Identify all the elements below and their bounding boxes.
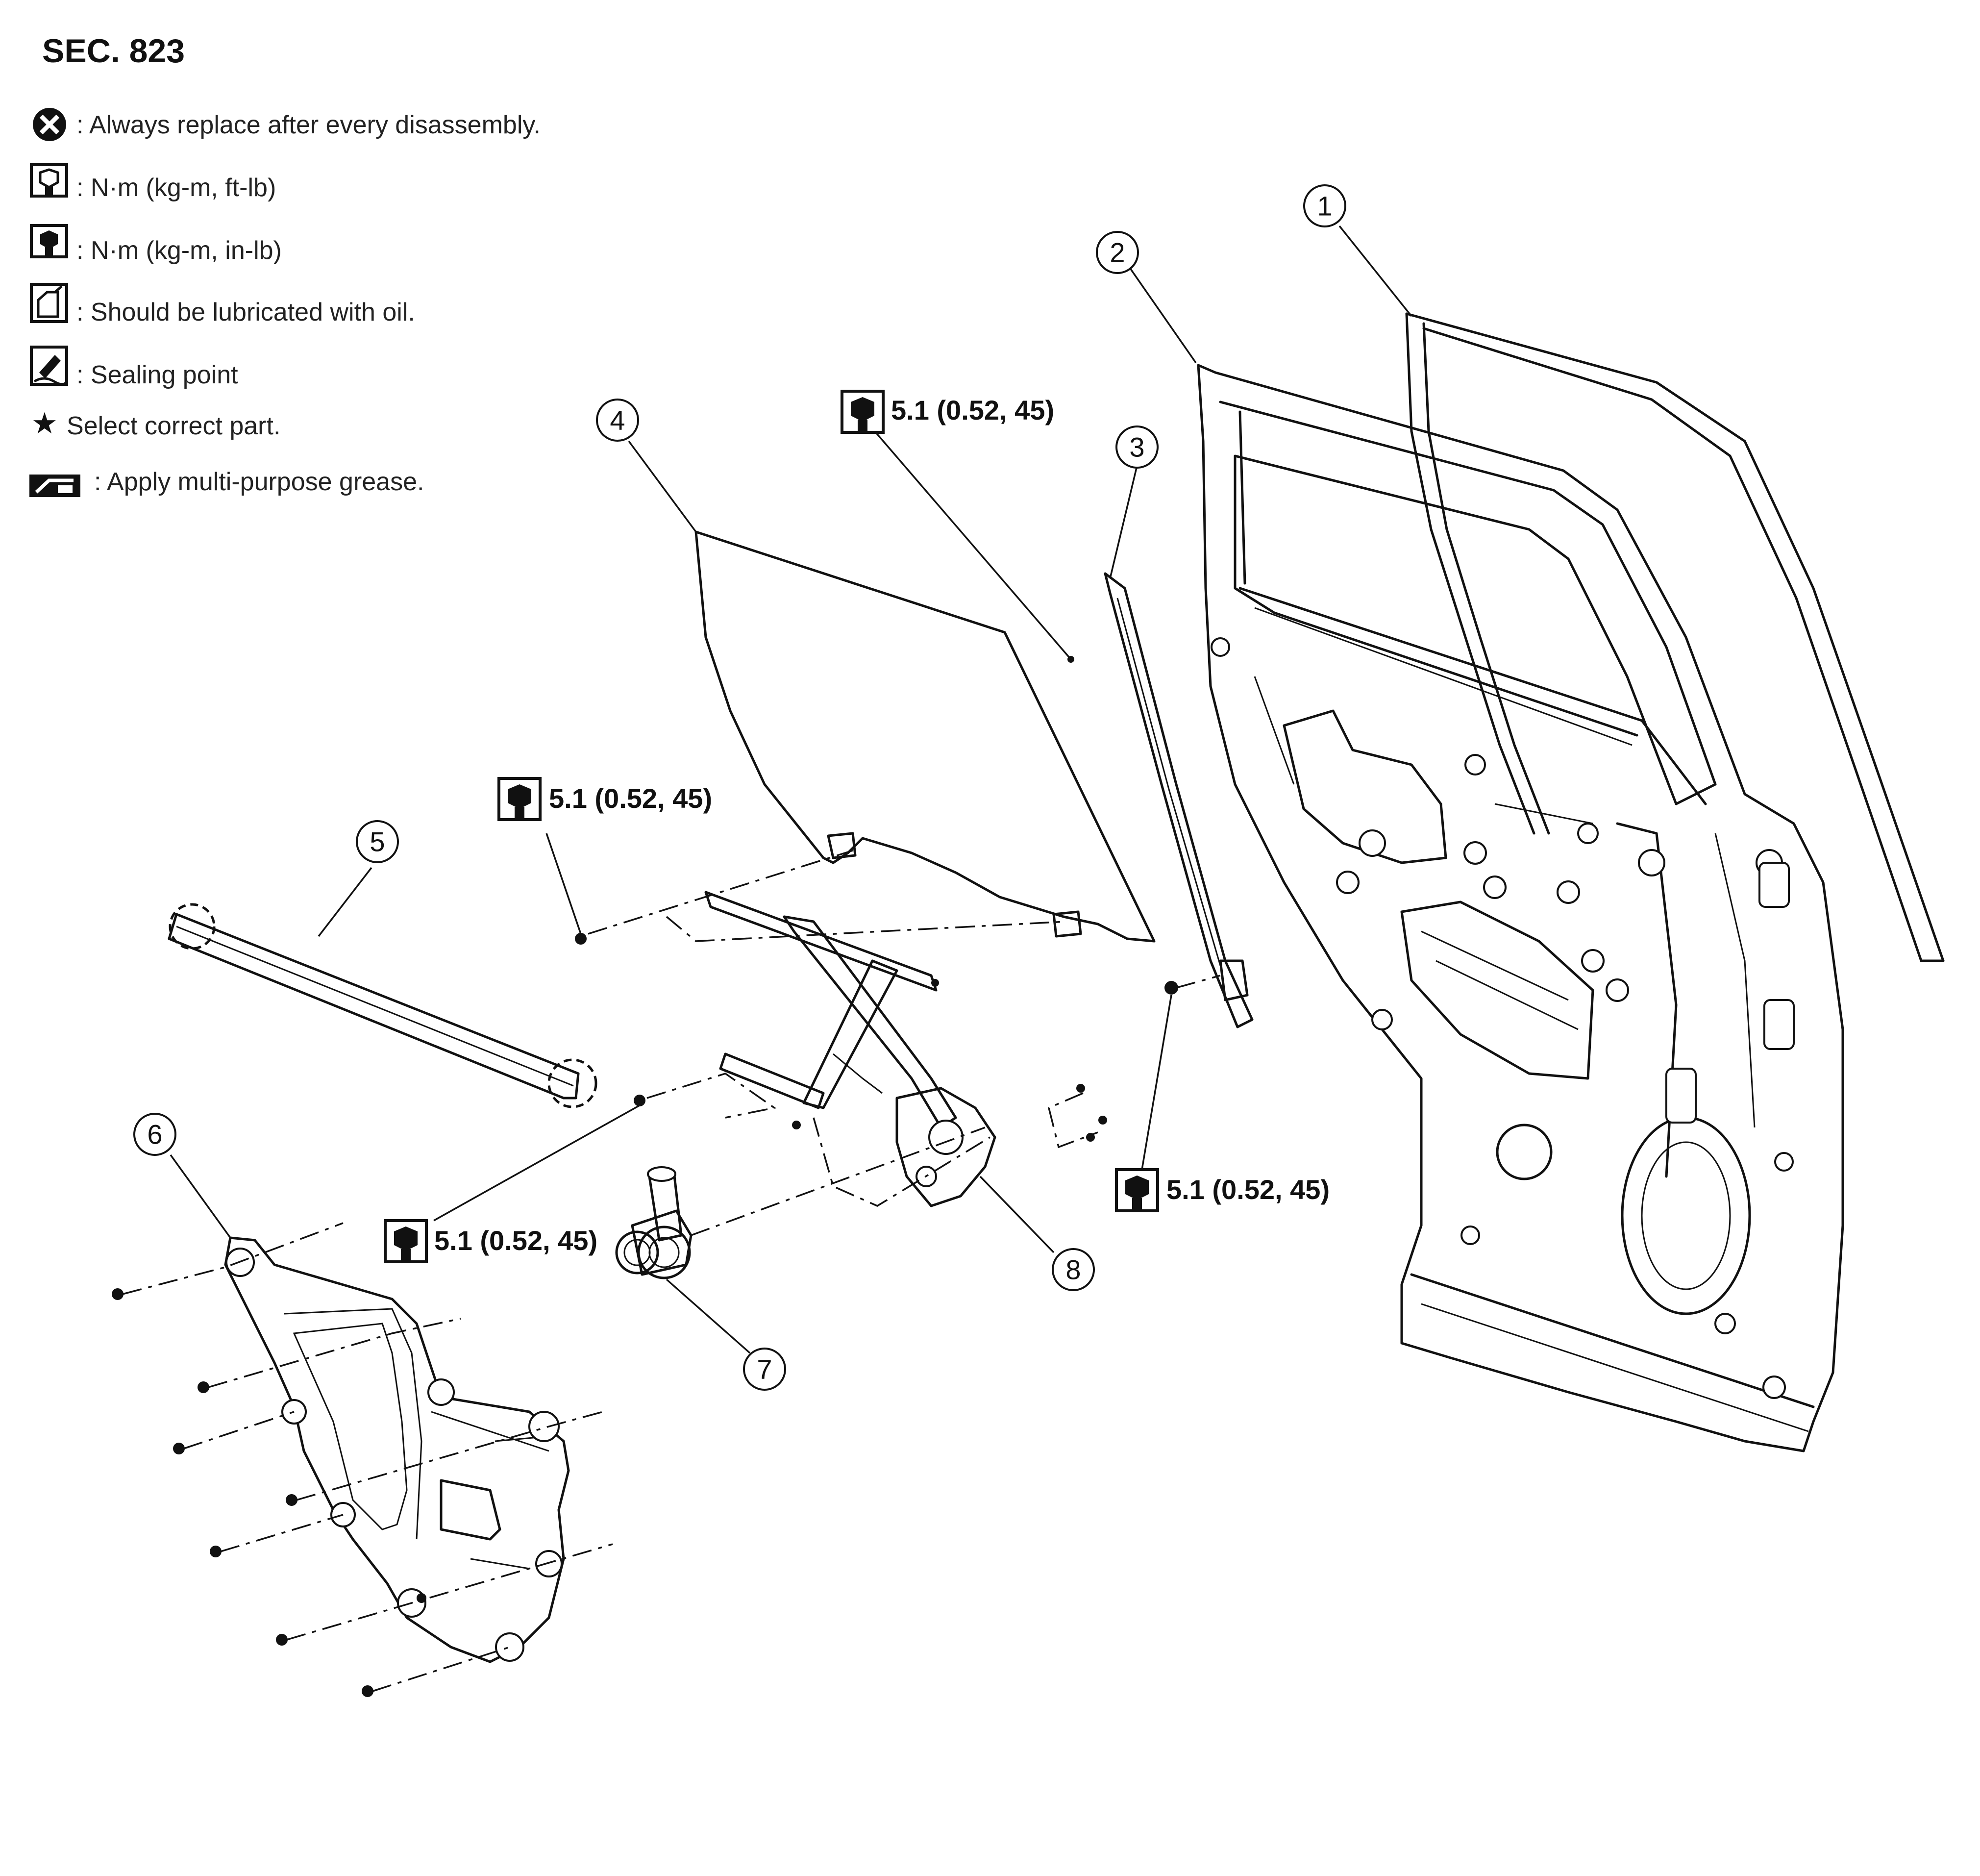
legend: : Always replace after every disassembly… xyxy=(29,108,541,497)
torque-in-lb-icon xyxy=(497,777,542,821)
svg-text:4: 4 xyxy=(610,405,625,436)
callout-5: 5 xyxy=(356,820,399,863)
svg-text:5.1 (0.52, 45): 5.1 (0.52, 45) xyxy=(434,1225,597,1256)
torque-label-glass-bolt: 5.1 (0.52, 45) xyxy=(841,390,1054,434)
callout-4: 4 xyxy=(596,399,639,442)
torque-in-lb-icon xyxy=(30,224,68,258)
callout-1: 1 xyxy=(1303,184,1346,227)
outside-molding xyxy=(168,903,597,1108)
legend-always-replace: : Always replace after every disassembly… xyxy=(76,111,541,139)
svg-text:1: 1 xyxy=(1317,191,1332,222)
callout-7: 7 xyxy=(743,1348,786,1391)
door-weatherstrip xyxy=(1405,312,1945,962)
svg-text:5.1 (0.52, 45): 5.1 (0.52, 45) xyxy=(1166,1174,1330,1205)
svg-text:3: 3 xyxy=(1129,432,1144,463)
torque-ft-lb-icon xyxy=(30,163,68,198)
callout-2: 2 xyxy=(1096,231,1139,274)
svg-text:6: 6 xyxy=(147,1119,162,1150)
torque-label-sash-bolt: 5.1 (0.52, 45) xyxy=(1115,1168,1330,1212)
grease-icon xyxy=(29,475,80,497)
legend-lubricate: : Should be lubricated with oil. xyxy=(76,298,415,326)
svg-text:8: 8 xyxy=(1065,1254,1081,1285)
star-icon: ★ xyxy=(31,407,58,440)
svg-text:2: 2 xyxy=(1110,237,1125,268)
sealing-screen xyxy=(224,1236,570,1663)
svg-text:5.1 (0.52, 45): 5.1 (0.52, 45) xyxy=(549,783,712,814)
callout-8: 8 xyxy=(1052,1248,1095,1291)
svg-text:5.1 (0.52, 45): 5.1 (0.52, 45) xyxy=(891,395,1054,425)
callout-6: 6 xyxy=(133,1113,176,1156)
callout-3: 3 xyxy=(1115,425,1159,469)
alignment-lines xyxy=(122,850,1221,1692)
legend-select-part: Select correct part. xyxy=(67,412,280,440)
oil-can-icon xyxy=(30,283,68,323)
torque-in-lb-icon xyxy=(384,1219,428,1263)
torque-label-regulator-upper: 5.1 (0.52, 45) xyxy=(497,777,712,821)
svg-text:5: 5 xyxy=(370,826,385,857)
section-number: SEC. 823 xyxy=(42,32,185,70)
regulator-motor xyxy=(615,1166,693,1279)
legend-grease: : Apply multi-purpose grease. xyxy=(94,468,424,496)
legend-torque-ft-lb: : N·m (kg-m, ft-lb) xyxy=(76,174,276,202)
sealing-point-icon xyxy=(30,346,68,386)
legend-sealing: : Sealing point xyxy=(76,361,238,389)
legend-torque-in-lb: : N·m (kg-m, in-lb) xyxy=(76,236,282,265)
torque-in-lb-icon xyxy=(1115,1168,1159,1212)
always-replace-icon xyxy=(33,108,66,141)
torque-in-lb-icon xyxy=(841,390,885,434)
rear-door-panel xyxy=(1197,364,1844,1452)
torque-label-motor-bolt: 5.1 (0.52, 45) xyxy=(384,1219,597,1263)
rear-door-sash xyxy=(1104,572,1254,1028)
svg-text:7: 7 xyxy=(757,1354,772,1385)
door-glass xyxy=(694,530,1156,943)
screws xyxy=(112,933,1178,1697)
leader-lines xyxy=(170,225,1412,1354)
